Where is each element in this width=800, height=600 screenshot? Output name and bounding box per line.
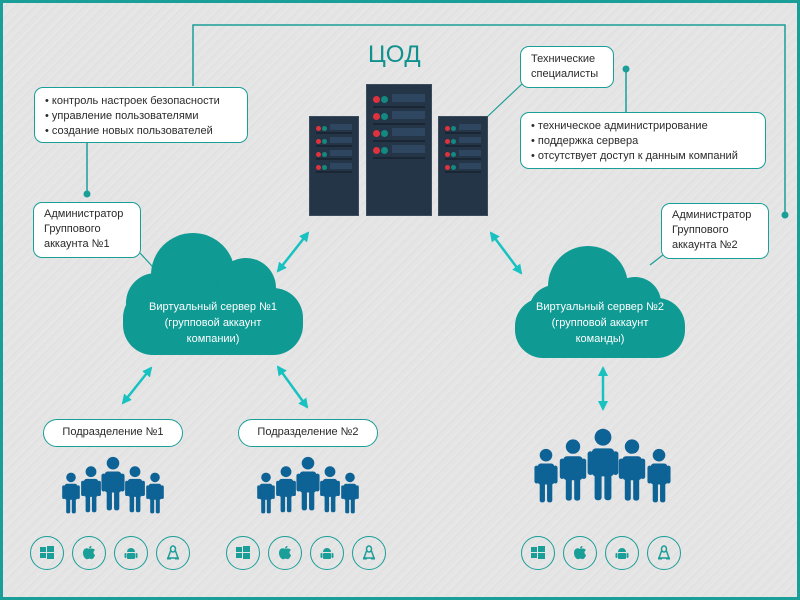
- tech-duties-box: техническое администрирование поддержка …: [520, 112, 766, 169]
- admin2-label-line: Администратор: [672, 209, 752, 221]
- arrow-cloud1-division1: [121, 366, 153, 405]
- android-icon: [310, 536, 344, 570]
- cloud2-label-line: Виртуальный сервер №2: [535, 301, 664, 313]
- apple-icon: [72, 536, 106, 570]
- admin1-duties-box: контроль настроек безопасности управлени…: [34, 87, 248, 143]
- admin1-label-box: Администратор Группового аккаунта №1: [33, 202, 141, 258]
- admin1-duty-item: контроль настроек безопасности: [45, 94, 237, 109]
- windows-icon: [30, 536, 64, 570]
- people-group-division2: [257, 456, 359, 514]
- datacenter-title: ЦОД: [368, 41, 422, 68]
- server-rack-center: [366, 84, 432, 216]
- connector-dot: [622, 65, 630, 73]
- connector-line-tech-rack: [486, 82, 524, 118]
- linux-icon: [156, 536, 190, 570]
- cloud1-label-line: Виртуальный сервер №1: [148, 301, 277, 313]
- division2-label: Подразделение №2: [238, 419, 378, 447]
- android-icon: [114, 536, 148, 570]
- admin1-duty-item: управление пользователями: [45, 109, 237, 124]
- admin2-label-line: аккаунта №2: [672, 239, 738, 251]
- tech-duty-item: поддержка сервера: [531, 134, 755, 149]
- linux-icon: [352, 536, 386, 570]
- connector-dot: [83, 190, 91, 198]
- admin1-label-line: аккаунта №1: [44, 238, 110, 250]
- admin1-duty-item: создание новых пользователей: [45, 124, 237, 139]
- cloud1-label-line: компании): [186, 333, 240, 345]
- apple-icon: [563, 536, 597, 570]
- admin1-label-line: Администратор: [44, 208, 124, 220]
- windows-icon: [521, 536, 555, 570]
- arrow-cloud1-datacenter: [276, 231, 310, 273]
- admin2-label-box: Администратор Группового аккаунта №2: [661, 203, 769, 259]
- arrow-cloud1-division2: [276, 365, 309, 409]
- windows-icon: [226, 536, 260, 570]
- cloud-virtual-server-1: [123, 233, 303, 355]
- connectors-layer: [62, 24, 789, 514]
- apple-icon: [268, 536, 302, 570]
- tech-duty-item: техническое администрирование: [531, 119, 755, 134]
- tech-specialists-line: специалисты: [531, 68, 599, 80]
- connector-dot: [781, 211, 789, 219]
- cloud2-label-line: команды): [575, 333, 625, 345]
- cloud1-label: Виртуальный сервер №1 (групповой аккаунт…: [123, 299, 303, 347]
- tech-specialists-box: Технические специалисты: [520, 46, 614, 88]
- cloud-virtual-server-2: [515, 246, 685, 358]
- people-group-team: [534, 428, 671, 503]
- cloud1-label-line: (групповой аккаунт: [164, 317, 262, 329]
- admin2-label-line: Группового: [672, 224, 729, 236]
- cloud2-label-line: (групповой аккаунт: [551, 317, 649, 329]
- division1-label: Подразделение №1: [43, 419, 183, 447]
- tech-duty-item: отсутствует доступ к данным компаний: [531, 149, 755, 164]
- cloud2-label: Виртуальный сервер №2 (групповой аккаунт…: [510, 299, 690, 347]
- linux-icon: [647, 536, 681, 570]
- people-group-division1: [62, 456, 164, 514]
- tech-specialists-line: Технические: [531, 53, 596, 65]
- server-rack-left: [309, 116, 359, 216]
- admin1-label-line: Группового: [44, 223, 101, 235]
- android-icon: [605, 536, 639, 570]
- connector-line-admin-frame: [192, 24, 786, 215]
- server-rack-right: [438, 116, 488, 216]
- arrow-datacenter-cloud2: [489, 231, 523, 275]
